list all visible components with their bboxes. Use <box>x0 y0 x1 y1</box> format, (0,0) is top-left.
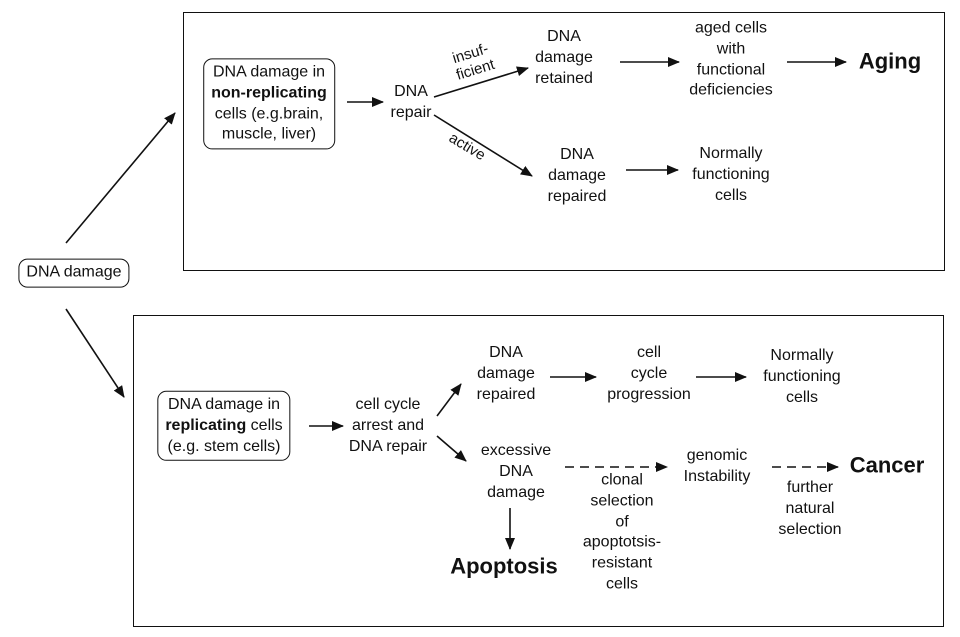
damage-repaired-node: DNA damage repaired <box>547 145 607 205</box>
genomic-instability-node: genomic Instability <box>683 447 751 485</box>
damage-retained-node: DNA damage retained <box>535 27 593 87</box>
further-selection-label: further natural selection <box>778 478 842 538</box>
replicating-normal-cells-node: Normally functioning cells <box>763 346 841 406</box>
replicating-damage-repaired-node: DNA damage repaired <box>476 343 536 403</box>
apoptosis-node: Apoptosis <box>450 553 558 579</box>
excessive-damage-node: excessive DNA damage <box>480 441 552 501</box>
edge-root-to-non-replicating <box>65 112 176 244</box>
replicating-panel <box>133 315 944 627</box>
cell-cycle-progression-node: cell cycle progression <box>607 343 691 403</box>
aging-node: Aging <box>858 48 922 74</box>
normal-cells-node: Normally functioning cells <box>692 144 770 204</box>
edge-root-to-replicating <box>65 308 125 398</box>
edge-active <box>433 114 533 177</box>
cell-cycle-arrest-node: cell cycle arrest and DNA repair <box>348 395 428 455</box>
edge-insufficient <box>433 66 529 98</box>
root-node: DNA damage <box>18 258 130 288</box>
dna-repair-node: DNA repair <box>390 83 432 121</box>
cancer-node: Cancer <box>849 452 925 478</box>
edge-arrest-to-repaired <box>436 383 462 417</box>
root-label: DNA damage <box>26 263 122 281</box>
replicating-source-node: DNA damage in replicating cells (e.g. st… <box>157 390 291 462</box>
edge-arrest-to-excessive <box>436 435 467 462</box>
non-replicating-panel <box>183 12 945 271</box>
aged-cells-node: aged cells with functional deficiencies <box>689 19 773 99</box>
clonal-selection-label: clonal selection of apoptotsis- resistan… <box>582 471 662 593</box>
non-replicating-source-node: DNA damage in non-replicating cells (e.g… <box>203 58 335 150</box>
